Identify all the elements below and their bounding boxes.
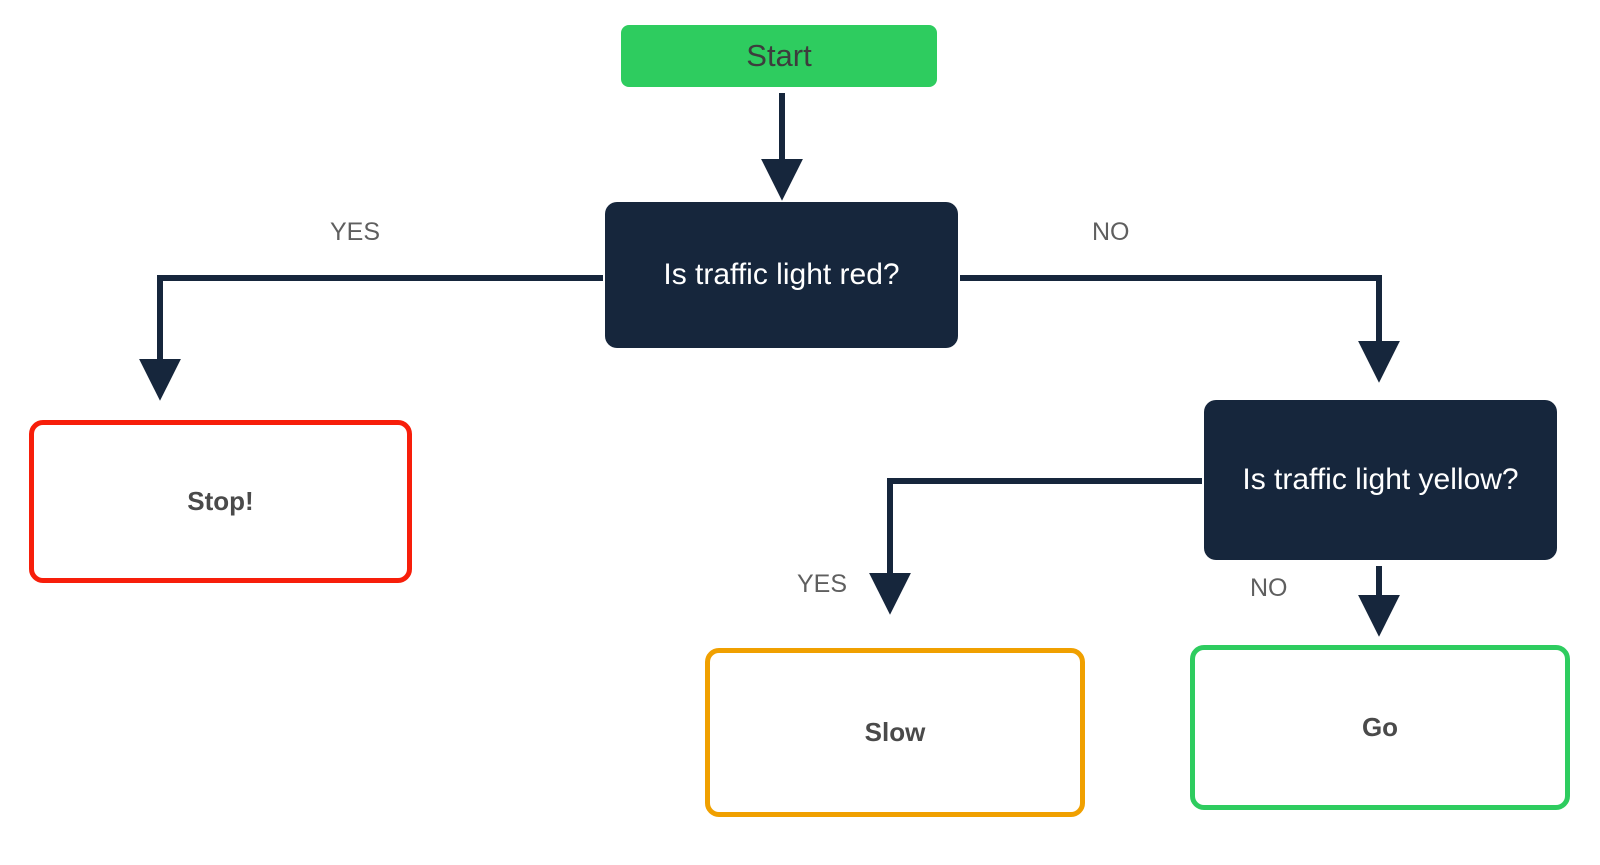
- node-outcome-go[interactable]: Go: [1190, 645, 1570, 810]
- edge-red-no-to-yellow: [960, 275, 1400, 383]
- node-start[interactable]: Start: [621, 25, 937, 87]
- node-decision-is-traffic-light-red[interactable]: Is traffic light red?: [605, 202, 958, 348]
- node-outcome-slow[interactable]: Slow: [705, 648, 1085, 817]
- edge-label-red-no: NO: [1092, 218, 1130, 246]
- edge-yellow-yes-to-slow: [869, 478, 1202, 615]
- node-outcome-stop[interactable]: Stop!: [29, 420, 412, 583]
- node-decision-is-traffic-light-yellow[interactable]: Is traffic light yellow?: [1204, 400, 1557, 560]
- edge-label-red-yes: YES: [330, 218, 381, 246]
- edge-label-yellow-no: NO: [1250, 574, 1288, 602]
- edge-red-yes-to-stop: [139, 275, 603, 401]
- edge-label-yellow-yes: YES: [797, 570, 848, 598]
